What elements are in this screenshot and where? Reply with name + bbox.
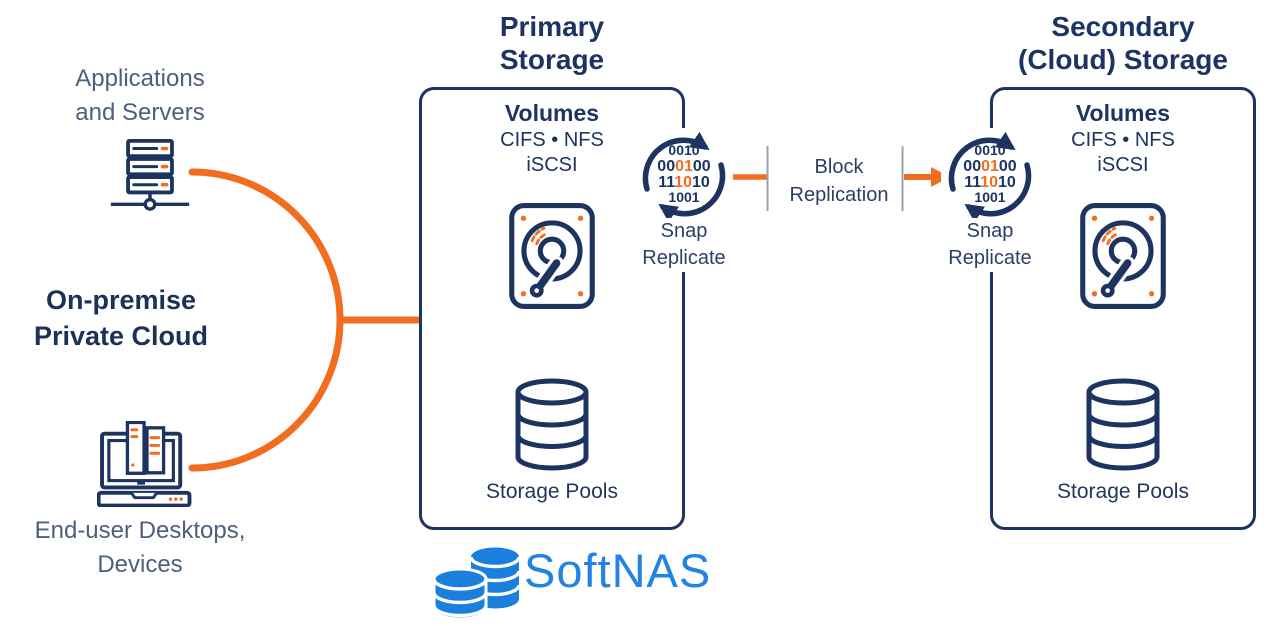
apps-servers-label: Applications and Servers	[75, 65, 205, 126]
binary-sync-icon: 0010 000100 111010 1001	[941, 128, 1039, 226]
svg-text:000100: 000100	[963, 158, 1016, 175]
server-rack-icon	[110, 138, 190, 211]
svg-text:0010: 0010	[974, 142, 1005, 158]
primary-storage-title: Primary Storage	[499, 11, 605, 75]
endusers-label: End-user Desktops, Devices	[34, 517, 246, 578]
secondary-protocols: CIFS • NFS iSCSI	[1071, 129, 1175, 176]
database-cylinder-icon	[1086, 378, 1160, 471]
binary-sync-icon: 0010 000100 111010 1001	[635, 128, 733, 226]
secondary-storage-box: Volumes CIFS • NFS iSCSI	[990, 87, 1256, 530]
hard-drive-icon	[509, 203, 595, 309]
snap-replicate-label-primary: Snap Replicate	[614, 218, 754, 272]
orange-arrowhead	[931, 167, 950, 187]
softnas-logo-mark database-stack-icon	[432, 547, 521, 621]
desktop-documents-icon	[97, 421, 192, 507]
orange-arc-connector	[188, 168, 344, 472]
svg-text:111010: 111010	[658, 174, 710, 191]
primary-protocols: CIFS • NFS iSCSI	[500, 129, 604, 176]
secondary-storage-title: Secondary (Cloud) Storage	[1018, 11, 1228, 75]
secondary-pools-label: Storage Pools	[1057, 480, 1189, 503]
svg-text:1001: 1001	[974, 189, 1005, 205]
primary-storage-box: Volumes CIFS • NFS iSCSI	[419, 87, 685, 530]
svg-text:0010: 0010	[668, 142, 699, 158]
primary-pools-label: Storage Pools	[486, 480, 618, 503]
database-cylinder-icon	[515, 378, 589, 471]
block-replication-label: Block Replication	[789, 156, 889, 206]
svg-text:1001: 1001	[668, 189, 699, 205]
softnas-logo-text: SoftNAS	[524, 544, 712, 597]
onprem-private-cloud-label: On-premise Private Cloud	[33, 285, 209, 351]
svg-text:111010: 111010	[964, 174, 1016, 191]
secondary-volumes-heading: Volumes	[1075, 100, 1171, 126]
hard-drive-icon	[1080, 203, 1166, 309]
primary-volumes-heading: Volumes	[504, 100, 600, 126]
snap-replicate-label-secondary: Snap Replicate	[920, 218, 1060, 272]
svg-text:000100: 000100	[657, 158, 710, 175]
